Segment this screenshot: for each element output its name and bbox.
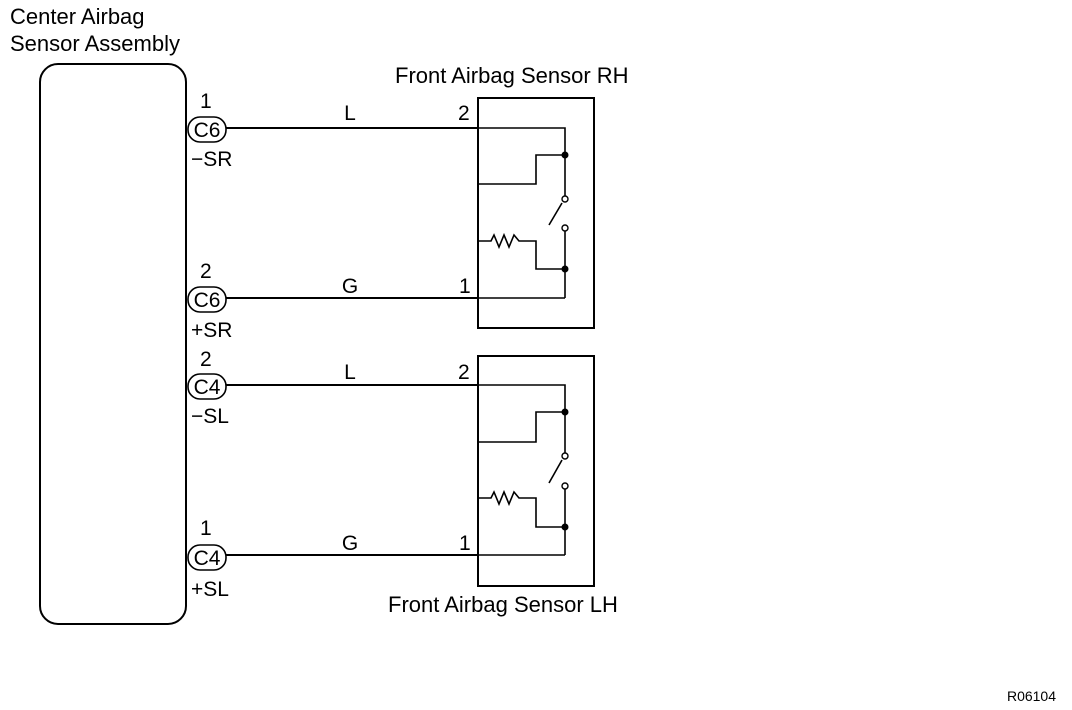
connector-code: C4	[194, 547, 221, 570]
wire-color: L	[344, 361, 356, 384]
wire-color: G	[342, 275, 358, 298]
front-sensor-rh-internal-circuit	[478, 127, 569, 299]
circuit-minus-sr: 1 C6 −SR L 2	[187, 90, 478, 171]
center-sensor-assembly-box	[39, 63, 187, 625]
sensor-pin-number: 1	[459, 532, 471, 555]
circuit-plus-sl: 1 C4 +SL G 1	[187, 517, 478, 601]
terminal-name: −SL	[191, 405, 229, 428]
connector-code: C6	[194, 289, 221, 312]
wire-color: G	[342, 532, 358, 555]
circuit-plus-sr: 2 C6 +SR G 1	[187, 260, 478, 342]
terminal-name: +SR	[191, 319, 232, 342]
terminal-name: −SR	[191, 148, 232, 171]
center-sensor-title-line1: Center Airbag	[10, 4, 145, 29]
wire-color: L	[344, 102, 356, 125]
center-pin-number: 2	[200, 348, 212, 371]
circuit-minus-sl: 2 C4 −SL L 2	[187, 348, 478, 428]
front-sensor-lh-internal-circuit	[478, 384, 569, 556]
sensor-pin-number: 2	[458, 102, 470, 125]
center-pin-number: 1	[200, 517, 212, 540]
connector-code: C6	[194, 119, 221, 142]
front-sensor-rh-box	[477, 97, 595, 329]
connector-outline	[187, 286, 227, 313]
sensor-pin-number: 1	[459, 275, 471, 298]
center-pin-number: 2	[200, 260, 212, 283]
front-sensor-lh-label: Front Airbag Sensor LH	[388, 592, 618, 617]
front-sensor-lh-box	[477, 355, 595, 587]
figure-reference-code: R06104	[1007, 688, 1056, 704]
front-sensor-rh-label: Front Airbag Sensor RH	[395, 63, 629, 88]
connector-outline	[187, 116, 227, 143]
terminal-name: +SL	[191, 578, 229, 601]
connector-code: C4	[194, 376, 221, 399]
sensor-pin-number: 2	[458, 361, 470, 384]
center-sensor-title-line2: Sensor Assembly	[10, 31, 180, 56]
connector-outline	[187, 373, 227, 400]
center-pin-number: 1	[200, 90, 212, 113]
connector-outline	[187, 544, 227, 571]
